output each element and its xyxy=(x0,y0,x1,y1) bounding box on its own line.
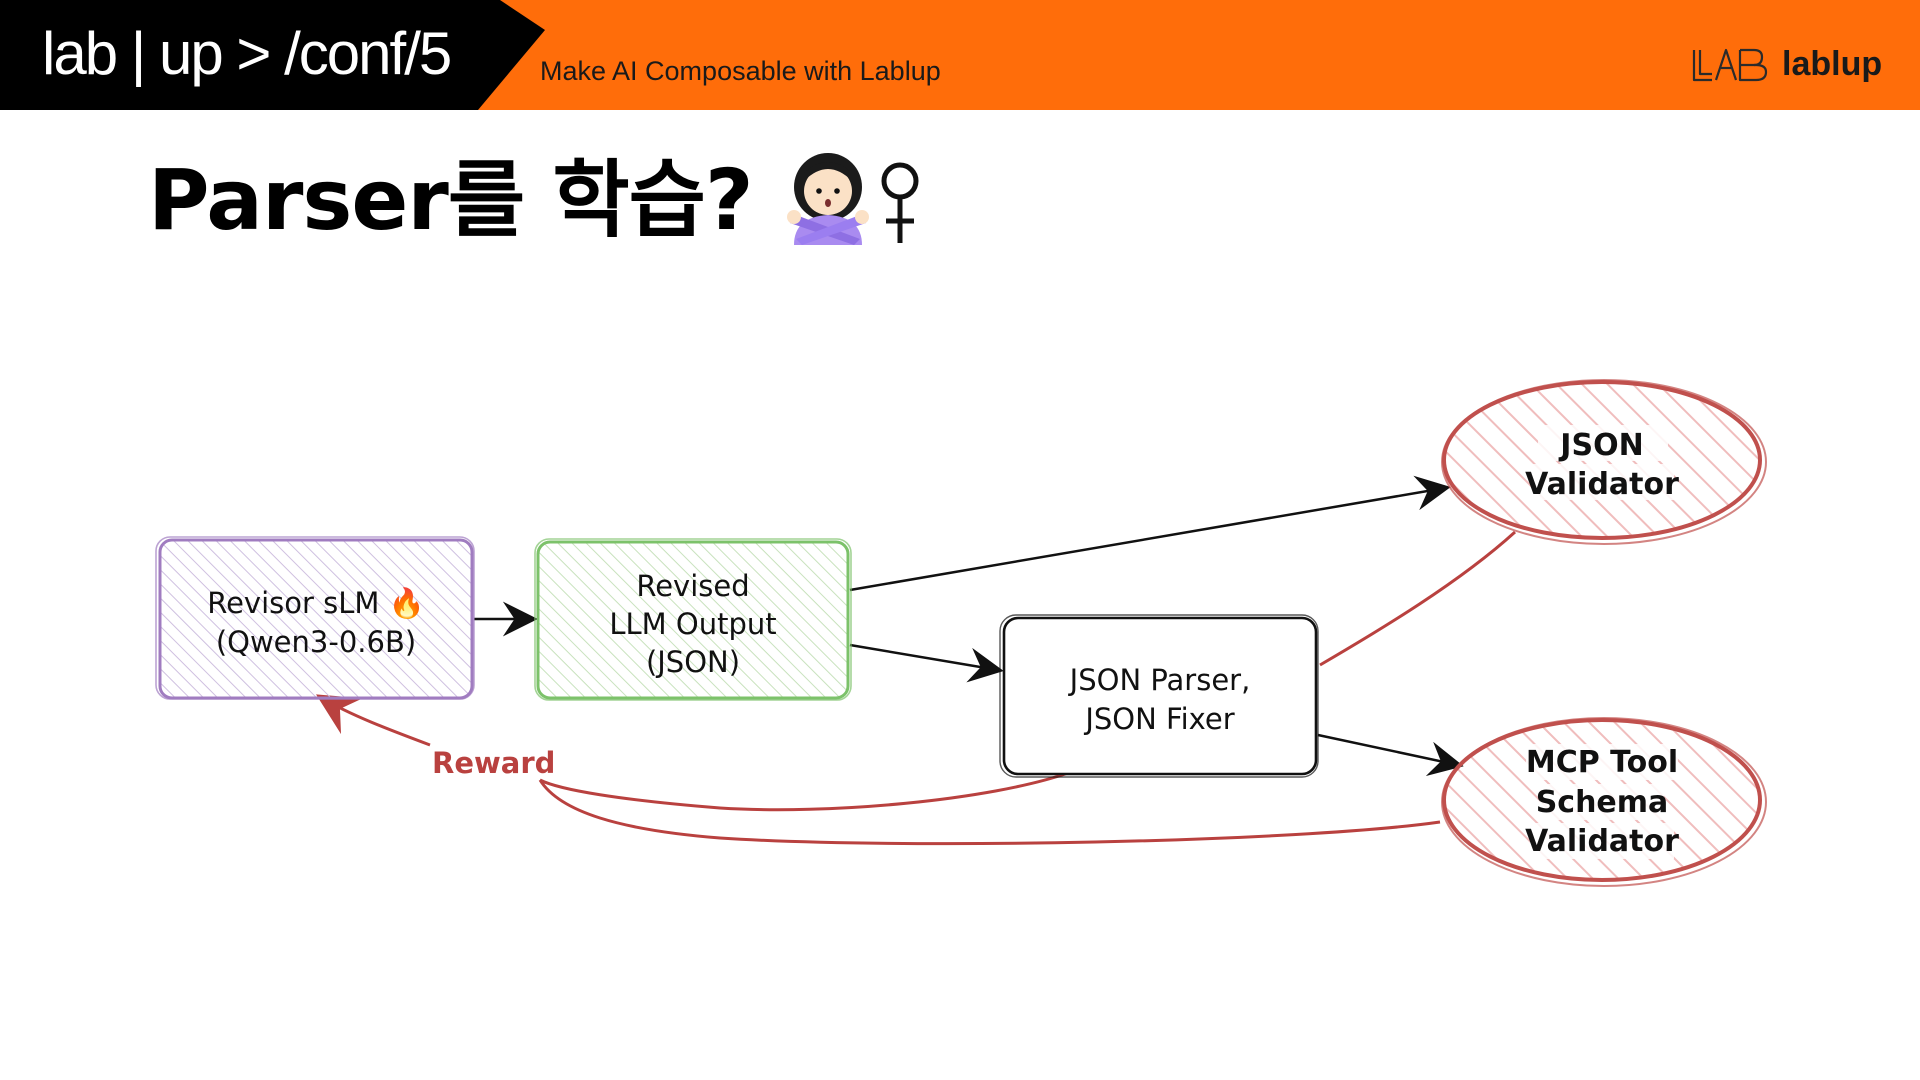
reward-curve-from-json-validator xyxy=(1319,530,1517,667)
brand-block: lab | up > /conf/5 xyxy=(0,0,545,110)
header-tagline: Make AI Composable with Lablup xyxy=(540,56,941,86)
json-validator-label-line1: JSON xyxy=(1558,428,1643,463)
reward-arrow-to-revisor xyxy=(316,694,431,747)
output-label-line2: LLM Output xyxy=(609,607,776,641)
mcp-validator-label-line1: MCP Tool xyxy=(1526,745,1678,780)
output-label-line3: (JSON) xyxy=(646,645,740,679)
arrow-output-to-parser xyxy=(849,643,1004,683)
mcp-validator-label-line3: Validator xyxy=(1525,824,1679,859)
node-json-parser: JSON Parser, JSON Fixer xyxy=(999,614,1319,778)
arrow-output-to-json-validator xyxy=(849,475,1451,592)
revisor-label-line2: (Qwen3-0.6B) xyxy=(216,625,416,659)
page-title: Parser를 학습? xyxy=(148,151,754,249)
output-label-line1: Revised xyxy=(636,569,749,603)
node-mcp-schema-validator: MCP Tool Schema Validator xyxy=(1441,717,1767,887)
json-validator-label-line2: Validator xyxy=(1525,467,1679,502)
reward-curve-from-mcp xyxy=(538,779,1441,846)
lablup-logo: lablup xyxy=(1690,44,1910,88)
node-revised-llm-output: Revised LLM Output (JSON) xyxy=(534,538,852,701)
reward-curve-from-parser xyxy=(539,771,1069,812)
lablup-logo-icon xyxy=(1692,48,1768,82)
slide-header: lab | up > /conf/5 Make AI Composable wi… xyxy=(0,0,1920,110)
brand-title: lab | up > /conf/5 xyxy=(42,20,452,87)
node-json-validator: JSON Validator xyxy=(1441,379,1767,545)
reward-label: Reward xyxy=(432,746,555,780)
woman-gesturing-no-icon xyxy=(780,145,930,245)
revisor-label-line1: Revisor sLM 🔥 xyxy=(207,586,425,620)
node-revisor-slm: Revisor sLM 🔥 (Qwen3-0.6B) xyxy=(155,536,475,700)
parser-label-line1: JSON Parser, xyxy=(1068,663,1251,697)
mcp-validator-label-line2: Schema xyxy=(1536,785,1669,820)
logo-text: lablup xyxy=(1782,45,1883,83)
arrow-parser-to-mcp-validator xyxy=(1317,733,1464,777)
reward-edge: Reward xyxy=(316,530,1517,846)
parser-label-line2: JSON Fixer xyxy=(1083,702,1234,736)
